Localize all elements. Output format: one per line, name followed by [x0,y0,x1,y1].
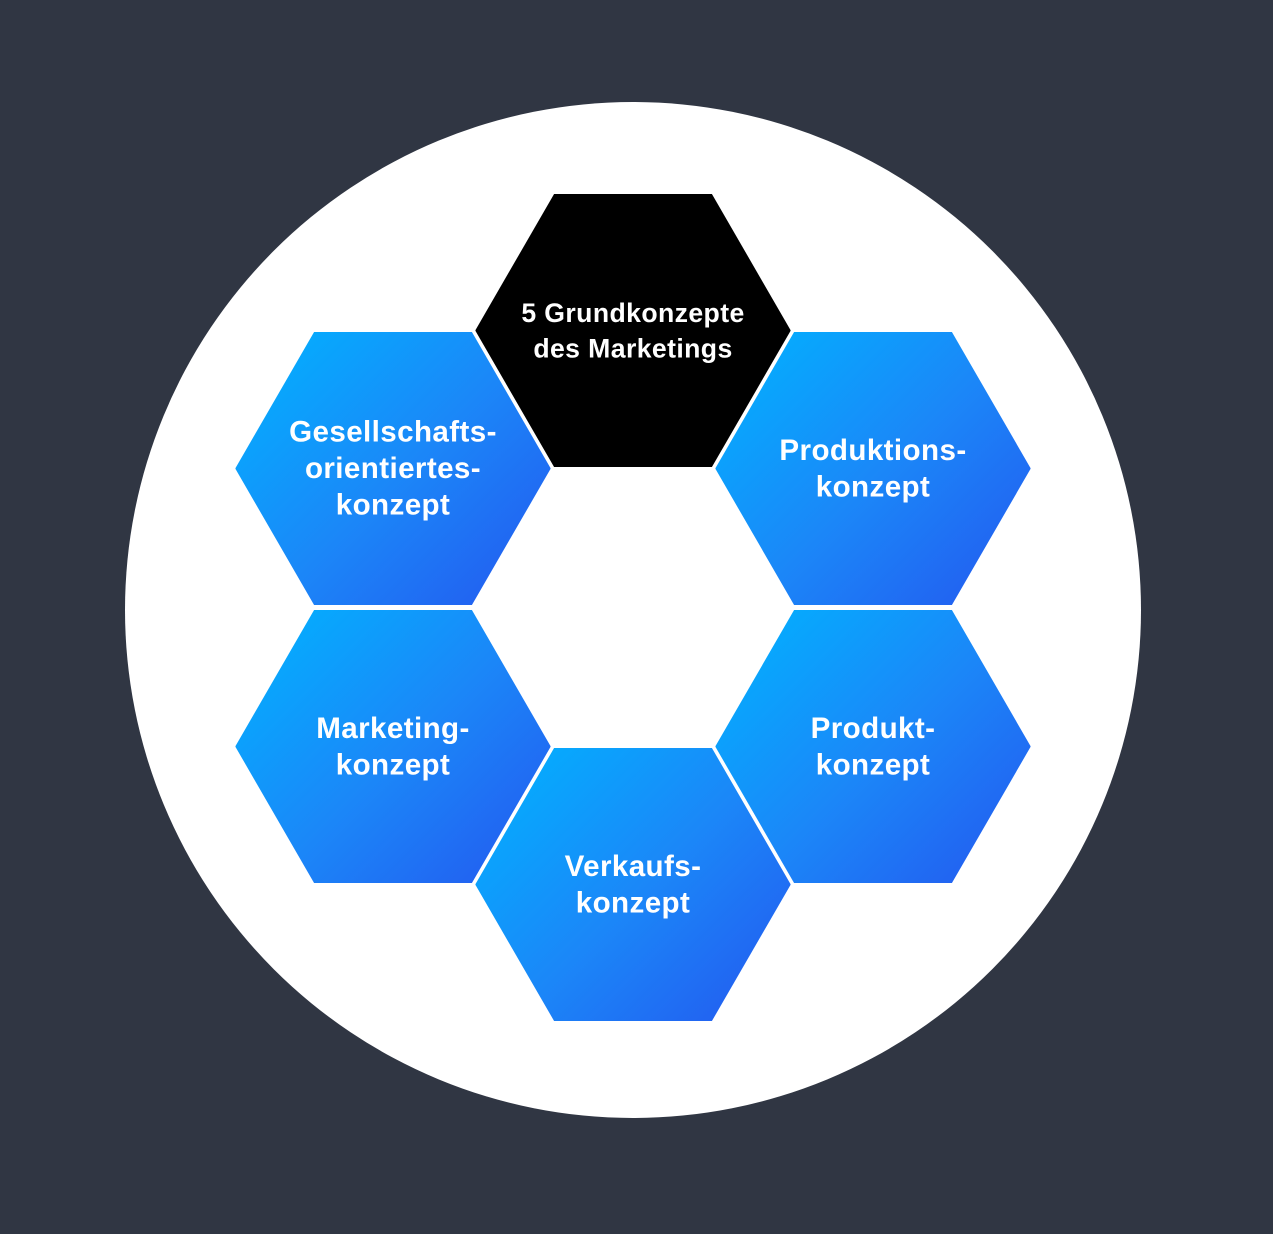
concept-label: Marketing- konzept [316,710,470,783]
hexagon-title: 5 Grundkonzepte des Marketings [475,193,791,468]
title-line-2: des Marketings [533,333,733,364]
concept-line: Produktions- [779,433,967,467]
concept-line: orientiertes- [304,452,482,485]
title-line-1: 5 Grundkonzepte [521,297,745,328]
concept-line: konzept [335,488,451,522]
concept-line: Verkaufs- [564,849,702,883]
concept-line: konzept [575,886,691,920]
concept-line: Produkt- [810,711,936,745]
concept-line: konzept [335,748,451,782]
concept-label: Produktions- konzept [779,432,966,505]
concept-line: Gesellschafts- [289,415,497,449]
concept-line: konzept [815,470,931,504]
concept-line: konzept [815,748,931,782]
concept-label: Produkt- konzept [811,710,936,783]
concept-label: Gesellschafts- orientiertes- konzept [289,414,497,523]
concept-line: Marketing- [316,711,470,745]
concept-label: Verkaufs- konzept [565,848,702,921]
title-label: 5 Grundkonzepte des Marketings [521,295,744,366]
